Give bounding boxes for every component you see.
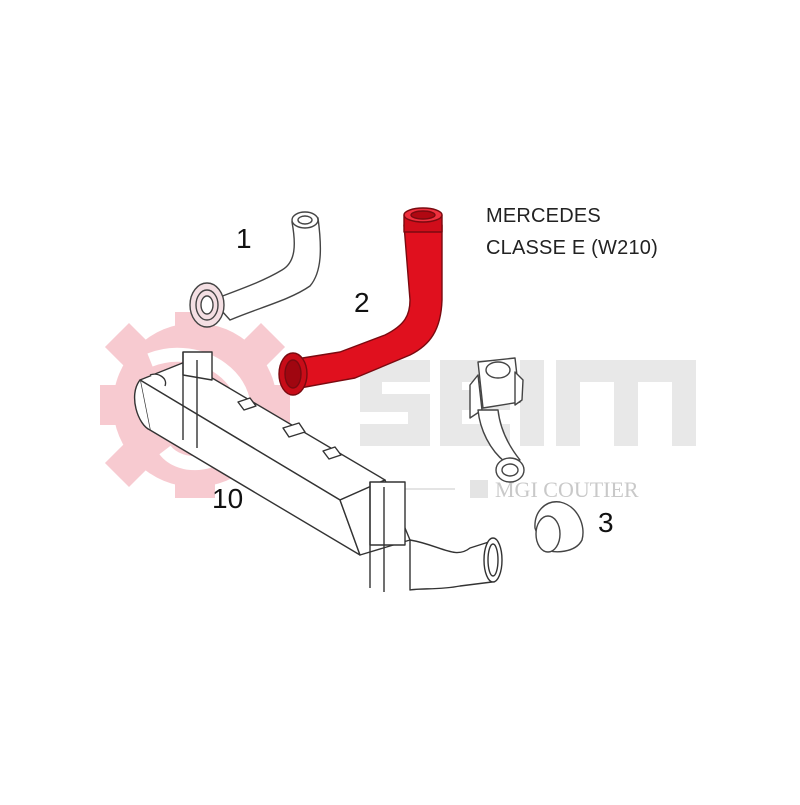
callout-part-10: 10 xyxy=(212,483,244,514)
vehicle-model-title: CLASSE E (W210) xyxy=(486,237,658,259)
callout-part-1: 1 xyxy=(236,223,252,254)
part-1-hose xyxy=(189,211,322,328)
watermark-brand-letters xyxy=(360,360,696,446)
callout-part-3: 3 xyxy=(598,507,614,538)
part-2-hose-highlighted xyxy=(278,207,443,396)
part-10-intercooler xyxy=(134,351,503,592)
watermark-company-text: MGI COUTIER xyxy=(495,477,639,502)
callout-part-2: 2 xyxy=(354,287,370,318)
part-3-clamp-elbow xyxy=(469,357,584,553)
vehicle-make-title: MERCEDES xyxy=(486,205,601,227)
